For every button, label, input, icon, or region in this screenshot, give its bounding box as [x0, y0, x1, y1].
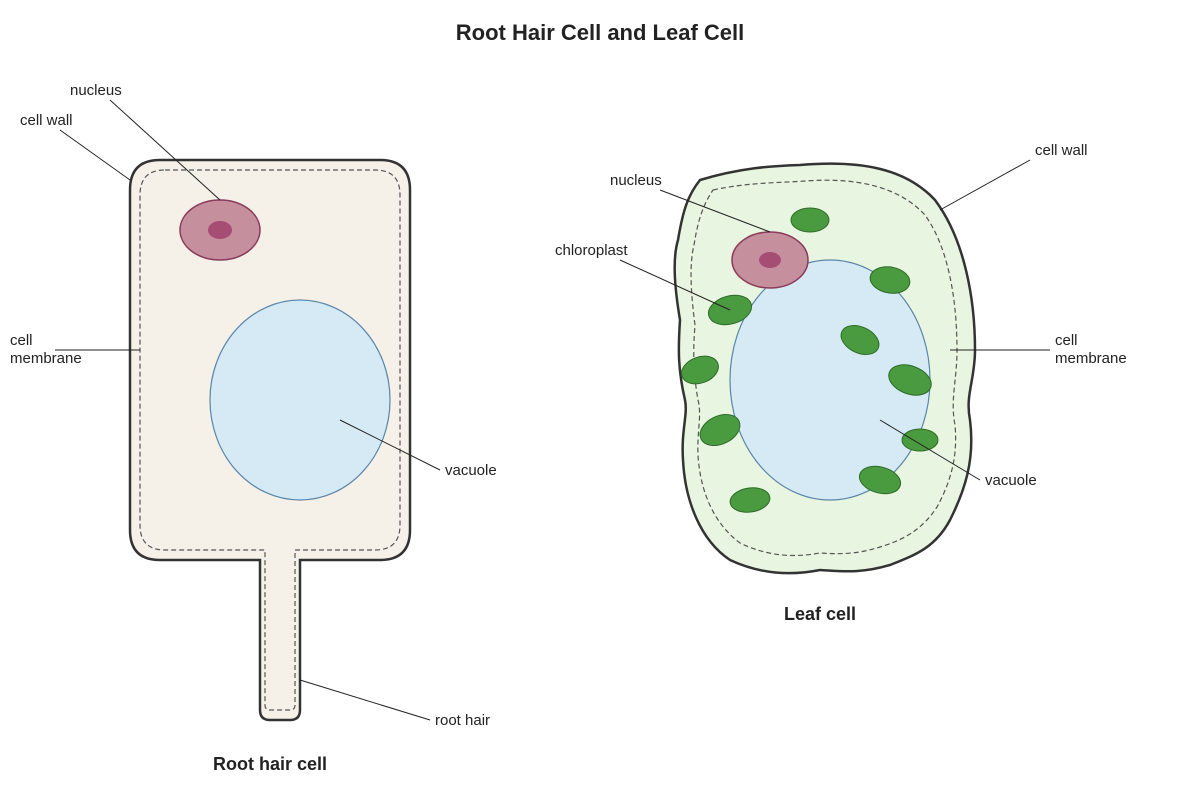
root-cell-caption: Root hair cell	[213, 754, 327, 774]
root-nucleus-label: nucleus	[70, 82, 122, 99]
chloroplast	[790, 207, 830, 233]
root-vacuole-leader	[339, 419, 441, 471]
diagram-title: Root Hair Cell and Leaf Cell	[456, 20, 745, 45]
root-nucleolus	[208, 221, 232, 239]
root-vacuole-label: vacuole	[445, 462, 497, 479]
chloroplast	[681, 355, 719, 385]
root-cell-membrane-label: cell membrane	[10, 332, 82, 367]
leaf-cell-membrane-label-line2: membrane	[1055, 350, 1127, 367]
chloroplast	[869, 266, 911, 294]
leaf-nucleus-label: nucleus	[610, 172, 662, 189]
chloroplast	[858, 465, 902, 495]
root-nucleus-leader	[109, 99, 221, 201]
leaf-vacuole-leader	[879, 419, 981, 481]
leaf-vacuole-label: vacuole	[985, 472, 1037, 489]
chloroplast	[901, 428, 939, 452]
chloroplast	[699, 414, 741, 446]
leaf-nucleolus	[759, 252, 781, 268]
leaf-cell-wall-label: cell wall	[1035, 142, 1088, 159]
leaf-nucleus-leader	[659, 189, 771, 233]
chloroplast	[888, 364, 932, 396]
root-cell-membrane-label-line2: membrane	[10, 350, 82, 367]
leaf-chloroplast-leader	[619, 259, 731, 311]
leaf-chloroplast-label: chloroplast	[555, 242, 628, 259]
leaf-cell-caption: Leaf cell	[784, 604, 856, 624]
leaf-cell-membrane-label-line1: cell	[1055, 332, 1078, 349]
leaf-cell-wall-leader	[939, 159, 1031, 211]
chloroplast	[729, 487, 771, 513]
chloroplast	[840, 324, 880, 356]
leaf-cell: nucleus chloroplast cell wall cell membr…	[555, 142, 1127, 624]
root-cell-membrane-label-line1: cell	[10, 332, 33, 349]
root-hair-cell: nucleus cell wall cell membrane vacuole …	[10, 82, 497, 774]
root-hair-leader	[299, 679, 431, 721]
root-cell-membrane	[139, 169, 401, 711]
root-cell-wall-label: cell wall	[20, 112, 73, 129]
root-cell-wall-leader	[59, 129, 131, 181]
root-vacuole	[209, 299, 391, 501]
root-hair-label: root hair	[435, 712, 490, 729]
leaf-cell-membrane-label: cell membrane	[1055, 332, 1127, 367]
